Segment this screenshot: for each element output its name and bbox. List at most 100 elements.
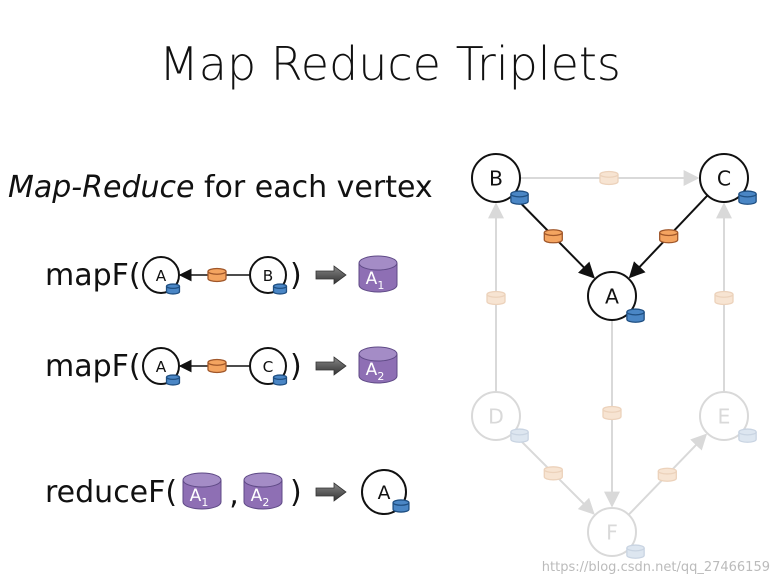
graph-vertex-E: E [699, 391, 757, 443]
graph-vertex-F-cylinder [626, 544, 645, 559]
reduce-arg2-sub: 2 [262, 496, 269, 509]
graph-vertex-C-cylinder-top [738, 190, 757, 198]
graph-vertex-D: D [471, 391, 529, 443]
graph-vertex-D-circle [471, 391, 521, 441]
graph-edge-cylinder-F-E-top [657, 467, 677, 475]
graph-vertex-A-cylinder-top [626, 308, 645, 316]
reduce-arg1-body [182, 480, 222, 510]
formula-vertex-src-cylinder-top [272, 283, 288, 290]
reduce-result-vertex-cylinder [392, 499, 410, 513]
subtitle-rest: for each vertex [194, 170, 432, 205]
formula-result-top [358, 346, 398, 362]
formula-vertex-src-cylinder-top [272, 374, 288, 381]
formula-edge-cylinder-top [207, 267, 227, 275]
graph-edge-cylinder-D-F [543, 466, 563, 481]
reduce-arg1-sub: 1 [201, 496, 208, 509]
formula-close: ) [290, 258, 302, 293]
formula-reduce: reduceF(A1,A2) A [45, 469, 410, 515]
formula-vertex-dst-label: A [156, 267, 167, 285]
formula-close: ) [290, 349, 302, 384]
graph-vertex-B: B [471, 153, 529, 205]
reduce-arg2-body [243, 480, 283, 510]
graph-edge-cylinder-B-C-top [599, 170, 619, 178]
formula-func: mapF( [45, 349, 141, 384]
graph-edge-cylinder-C-A-top [659, 229, 679, 237]
reduce-arg2-top [243, 472, 283, 488]
graph-edge-cylinder-E-C-top [714, 290, 734, 298]
graph-vertex-D-cylinder-top [510, 428, 529, 436]
graph-vertex-E-cylinder-top [738, 428, 757, 436]
formula-func: mapF( [45, 258, 141, 293]
watermark: https://blog.csdn.net/qq_27466159 [542, 560, 770, 575]
graph-vertex-D-label: D [488, 405, 504, 429]
formula-arrow [315, 482, 347, 502]
graph-edge-cylinder-D-B [486, 290, 506, 306]
formula-arrow [315, 265, 347, 285]
formula-result-top [358, 255, 398, 271]
slide-title: Map Reduce Triplets [159, 37, 621, 91]
formula-map1: mapF( A B) A1 [45, 255, 398, 295]
reduce-result-vertex: A [361, 469, 410, 515]
graph-vertex-E-circle [699, 391, 749, 441]
formula-vertex-src: B [249, 256, 288, 295]
graph-vertex-A-label: A [605, 285, 619, 309]
graph-edge-cylinder-D-B-top [486, 290, 506, 298]
graph-vertex-B-circle [471, 153, 521, 203]
graph-vertex-F-label: F [606, 521, 618, 545]
graph-edge-cylinder-B-A-top [543, 229, 563, 237]
formula-edge-cylinder [207, 267, 227, 283]
graph-vertex-E-cylinder [738, 428, 757, 443]
graph-vertex-A: A [587, 271, 645, 323]
formula-vertex-src: C [249, 347, 288, 386]
formula-edge-cylinder-top [207, 358, 227, 366]
graph-edge-cylinder-B-C [599, 170, 619, 186]
formula-arrow [315, 356, 347, 376]
formula-vertex-src-label: B [263, 267, 274, 285]
graph-vertex-B-cylinder [510, 190, 529, 205]
formula-vertex-dst-label: A [156, 358, 167, 376]
formula-vertex-dst-cylinder-top [165, 283, 181, 290]
formula-close: ) [290, 475, 302, 510]
graph-vertex-A-circle [587, 271, 637, 321]
formula-result-body [358, 354, 398, 384]
property-graph: B C A D E F [471, 153, 757, 559]
graph-vertex-D-cylinder [510, 428, 529, 443]
graph-edge-cylinder-C-A [659, 229, 679, 244]
graph-edge-cylinder-A-F [602, 405, 622, 421]
graph-vertex-F-cylinder-top [626, 544, 645, 552]
formula-vertex-src-cylinder [272, 283, 288, 295]
reduce-result-vertex-cylinder-top [392, 499, 410, 506]
reduce-arg2: A2 [243, 472, 283, 510]
graph-edge-cylinder-D-F-top [543, 466, 563, 474]
subtitle: Map-Reduce for each vertex [8, 170, 433, 205]
formula-result-body [358, 263, 398, 293]
graph-edge-cylinder-F-E [657, 467, 677, 482]
formula-vertex-src-label: C [263, 358, 274, 376]
graph-edge-cylinder-E-C [714, 290, 734, 306]
formula-vertex-dst-cylinder-top [165, 374, 181, 381]
reduce-arg1-top [182, 472, 222, 488]
formula-result-sub: 1 [377, 279, 384, 292]
formula-result: A1 [358, 255, 398, 293]
graph-edge-cylinder-A-F-top [602, 405, 622, 413]
graph-vertex-E-label: E [718, 405, 731, 429]
graph-vertex-C-label: C [717, 167, 731, 191]
graph-vertex-C-cylinder [738, 190, 757, 205]
reduce-arg1: A1 [182, 472, 222, 510]
reduce-separator: , [229, 477, 239, 512]
graph-vertex-C-circle [699, 153, 749, 203]
formula-vertex-src-cylinder [272, 374, 288, 386]
subtitle-italic: Map-Reduce [8, 170, 194, 205]
graph-vertex-C: C [699, 153, 757, 205]
formula-func: reduceF( [45, 475, 177, 510]
formula-vertex-dst: A [142, 347, 181, 386]
graph-vertex-F: F [587, 507, 645, 559]
graph-vertex-F-circle [587, 507, 637, 557]
graph-vertex-A-cylinder [626, 308, 645, 323]
formula-edge-cylinder [207, 358, 227, 374]
formula-vertex-dst-cylinder [165, 283, 181, 295]
reduce-result-vertex-label: A [378, 483, 391, 504]
formula-vertex-dst: A [142, 256, 181, 295]
